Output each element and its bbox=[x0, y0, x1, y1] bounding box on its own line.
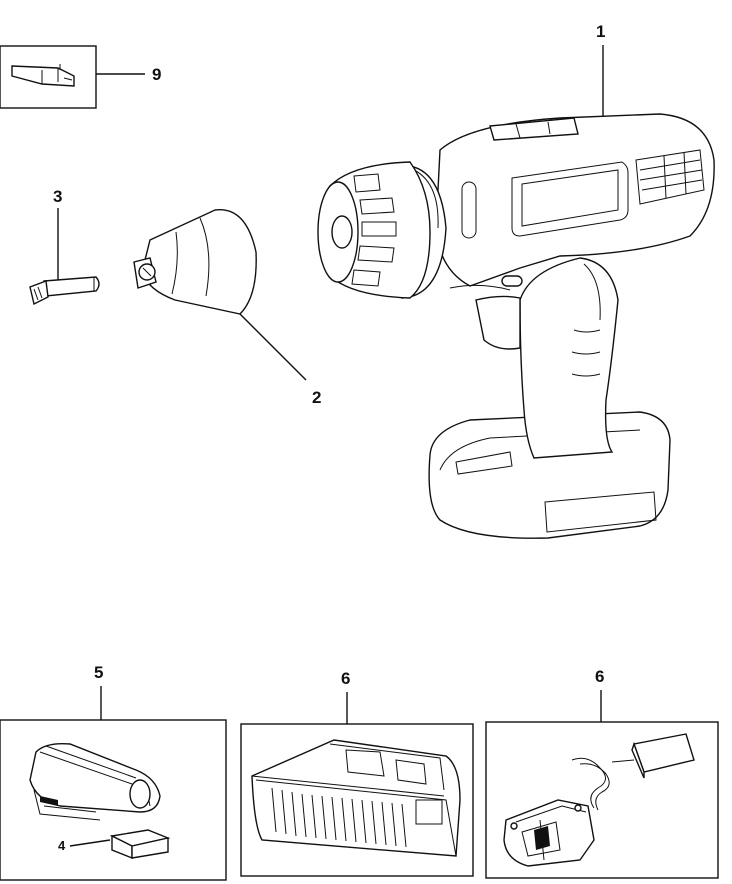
wall-adapter-drawing bbox=[571, 733, 695, 811]
leader-line-4 bbox=[69, 839, 111, 847]
callout-9: 9 bbox=[152, 65, 161, 84]
battery-cover-drawing bbox=[109, 829, 171, 860]
drill-trigger bbox=[475, 295, 521, 350]
callout-6: 6 bbox=[341, 669, 350, 688]
callout-1: 1 bbox=[596, 22, 605, 41]
charger-ribs bbox=[271, 787, 407, 848]
battery-drawing bbox=[29, 742, 161, 821]
drill-drawing bbox=[317, 113, 715, 539]
drill-handle bbox=[519, 257, 619, 459]
callout-6-alt: 6 bbox=[595, 667, 604, 686]
chuck-drawing bbox=[133, 209, 257, 315]
cradle-drawing bbox=[503, 799, 595, 867]
callout-2: 2 bbox=[312, 388, 321, 407]
callout-3: 3 bbox=[53, 187, 62, 206]
part-9-belt-clip: 9 bbox=[0, 45, 161, 109]
part-1-drill-body: 1 bbox=[317, 22, 715, 539]
callout-4: 4 bbox=[58, 838, 66, 853]
part-6-box bbox=[240, 723, 474, 877]
part-6-alt-box bbox=[485, 721, 719, 879]
part-2-chuck: 2 bbox=[133, 209, 321, 407]
charger-drawing bbox=[251, 739, 461, 857]
drill-base bbox=[428, 411, 671, 539]
part-9-box bbox=[0, 45, 97, 109]
part-6-charger-alt: 6 bbox=[485, 667, 719, 879]
part-4-battery-cover: 4 bbox=[58, 829, 171, 860]
screw-drawing bbox=[29, 276, 100, 306]
part-3-chuck-screw: 3 bbox=[29, 187, 100, 306]
belt-clip-drawing bbox=[11, 64, 75, 87]
part-5-battery: 5 bbox=[0, 663, 227, 881]
leader-line-2 bbox=[239, 313, 307, 381]
callout-5: 5 bbox=[94, 663, 103, 682]
part-5-box bbox=[0, 719, 227, 881]
part-6-charger: 6 bbox=[240, 669, 474, 877]
